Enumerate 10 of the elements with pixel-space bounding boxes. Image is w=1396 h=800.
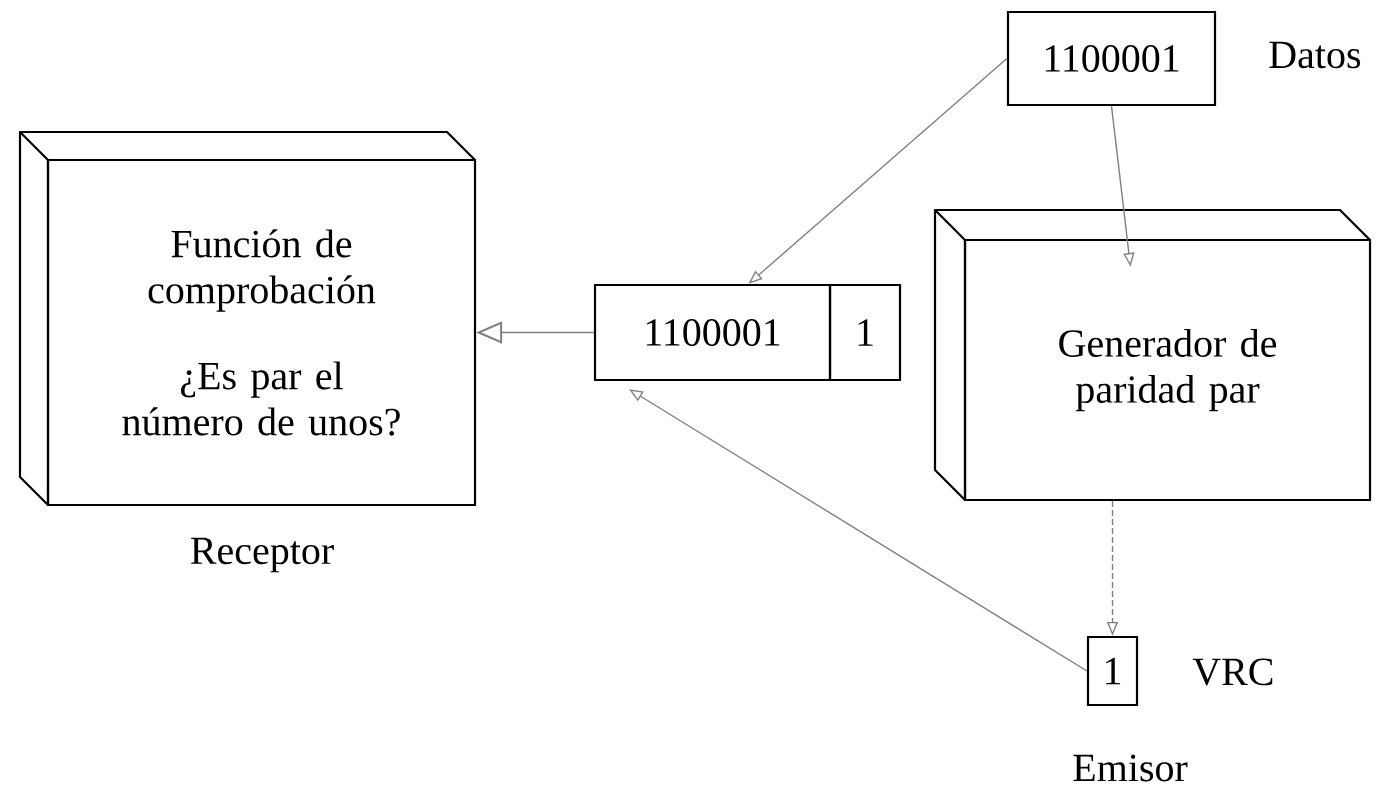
box-3d: Función de comprobación ¿Es par el número de unos?: [18, 130, 477, 507]
side-label: Emisor: [1073, 754, 1188, 782]
box-3d: Generador de paridad par: [933, 208, 1372, 502]
side-label: VRC: [1192, 658, 1273, 686]
data-box: 1: [828, 283, 902, 382]
side-label: Datos: [1269, 41, 1361, 69]
data-box: 1: [1086, 635, 1139, 707]
side-label: Receptor: [190, 537, 334, 573]
data-box: 1100001: [593, 283, 832, 382]
data-box: 1100001: [1006, 10, 1217, 107]
